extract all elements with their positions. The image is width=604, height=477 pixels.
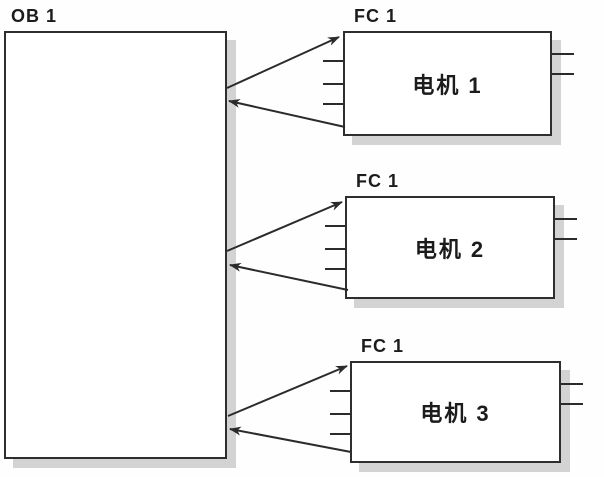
fc1-label-motor3: FC 1 <box>361 336 405 356</box>
return-arrow-motor1 <box>228 99 346 128</box>
ob1-box <box>4 31 227 459</box>
call-arrow-motor1 <box>226 36 340 89</box>
return-arrow-motor3 <box>229 426 352 453</box>
fc1-box-motor1: 电机 1 <box>343 31 552 136</box>
fc1-box-motor2: 电机 2 <box>345 196 555 299</box>
motor3-title: 电机 3 <box>420 401 491 426</box>
motor2-title: 电机 2 <box>414 236 486 262</box>
ob1-label: OB 1 <box>11 6 58 26</box>
motor1-title: 电机 1 <box>412 72 483 98</box>
call-arrow-motor2 <box>226 201 343 252</box>
fc1-block-motor3[interactable]: FC 1 电机 3 <box>350 334 561 463</box>
fc1-label-motor1: FC 1 <box>354 6 398 26</box>
fc1-block-motor2[interactable]: FC 1 电机 2 <box>345 169 555 299</box>
fc1-block-motor1[interactable]: FC 1 电机 1 <box>343 4 552 136</box>
fc1-box-motor3: 电机 3 <box>350 361 561 463</box>
fc1-label-motor2: FC 1 <box>356 171 400 191</box>
return-arrow-motor2 <box>229 262 349 291</box>
call-arrow-motor3 <box>227 365 348 417</box>
ob1-block[interactable]: OB 1 <box>4 4 227 459</box>
